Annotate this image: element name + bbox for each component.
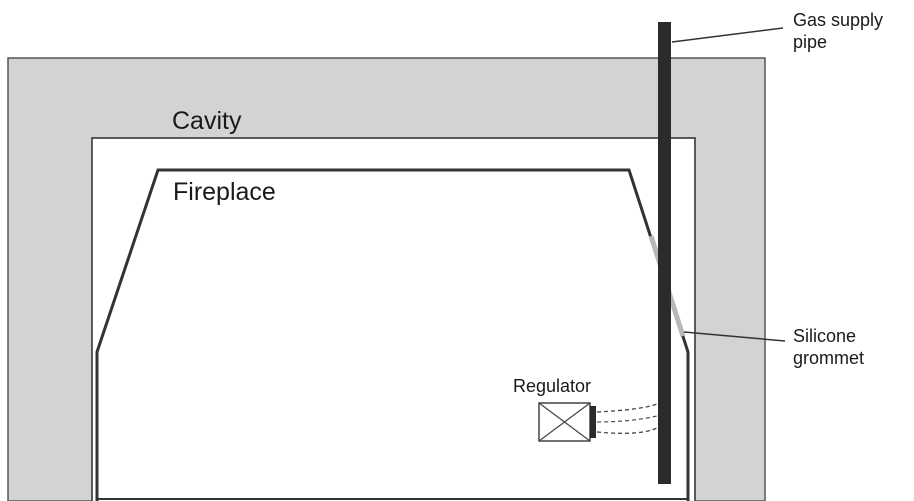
gas-supply-pipe-label: Gas supply pipe bbox=[793, 9, 883, 53]
regulator-label: Regulator bbox=[513, 376, 592, 396]
fireplace-outline bbox=[95, 168, 690, 501]
silicone-grommet-leader bbox=[683, 331, 786, 342]
silicone-grommet-label-line1: Silicone bbox=[793, 326, 857, 346]
gas-supply-pipe-label-line2: pipe bbox=[793, 32, 828, 52]
regulator-icon bbox=[538, 402, 596, 442]
gas-supply-pipe-label-line1: Gas supply bbox=[793, 10, 884, 30]
cavity-label: Cavity bbox=[172, 107, 242, 135]
regulator-connector-hose bbox=[596, 403, 658, 434]
gas-supply-pipe bbox=[658, 22, 671, 484]
silicone-grommet-label-line2: grommet bbox=[793, 348, 865, 368]
fireplace-label: Fireplace bbox=[173, 178, 276, 206]
cavity-inner-outline bbox=[91, 137, 696, 501]
gas-supply-pipe-leader bbox=[671, 27, 784, 43]
silicone-grommet-label: Silicone grommet bbox=[793, 325, 864, 369]
